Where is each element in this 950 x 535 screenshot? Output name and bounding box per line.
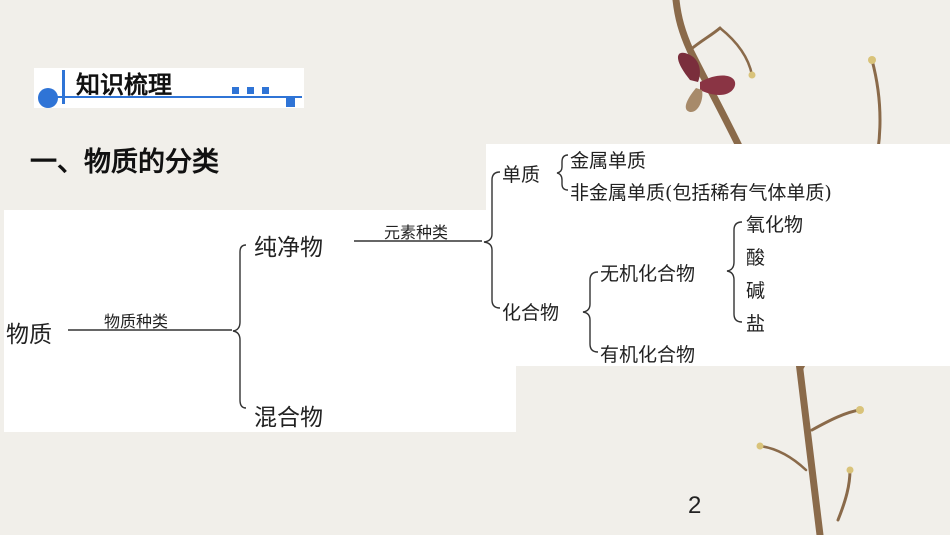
node-oxide: 氧化物 <box>746 214 804 236</box>
node-salt: 盐 <box>746 313 766 335</box>
node-organic-compound: 有机化合物 <box>600 344 696 366</box>
page-number: 2 <box>688 492 702 519</box>
diagram-panel-left <box>4 210 516 432</box>
edge-label-substance-type: 物质种类 <box>104 312 169 331</box>
node-nonmetal-substance: 非金属单质(包括稀有气体单质) <box>570 182 832 204</box>
node-inorganic-compound: 无机化合物 <box>600 263 696 285</box>
node-metal-substance: 金属单质 <box>570 150 647 172</box>
header-decoration <box>38 70 302 108</box>
node-base: 碱 <box>746 280 766 302</box>
header-banner <box>34 68 304 108</box>
node-compound: 化合物 <box>502 302 560 324</box>
node-pure-substance: 纯净物 <box>254 235 323 261</box>
header-title: 知识梳理 <box>76 71 172 99</box>
section-title: 一、物质的分类 <box>30 147 219 178</box>
node-acid: 酸 <box>746 247 766 269</box>
node-element-substance: 单质 <box>502 164 541 186</box>
node-mixture: 混合物 <box>254 405 323 431</box>
edge-label-element-type: 元素种类 <box>384 223 449 242</box>
node-root: 物质 <box>6 322 52 348</box>
butterfly-icon <box>677 52 736 113</box>
